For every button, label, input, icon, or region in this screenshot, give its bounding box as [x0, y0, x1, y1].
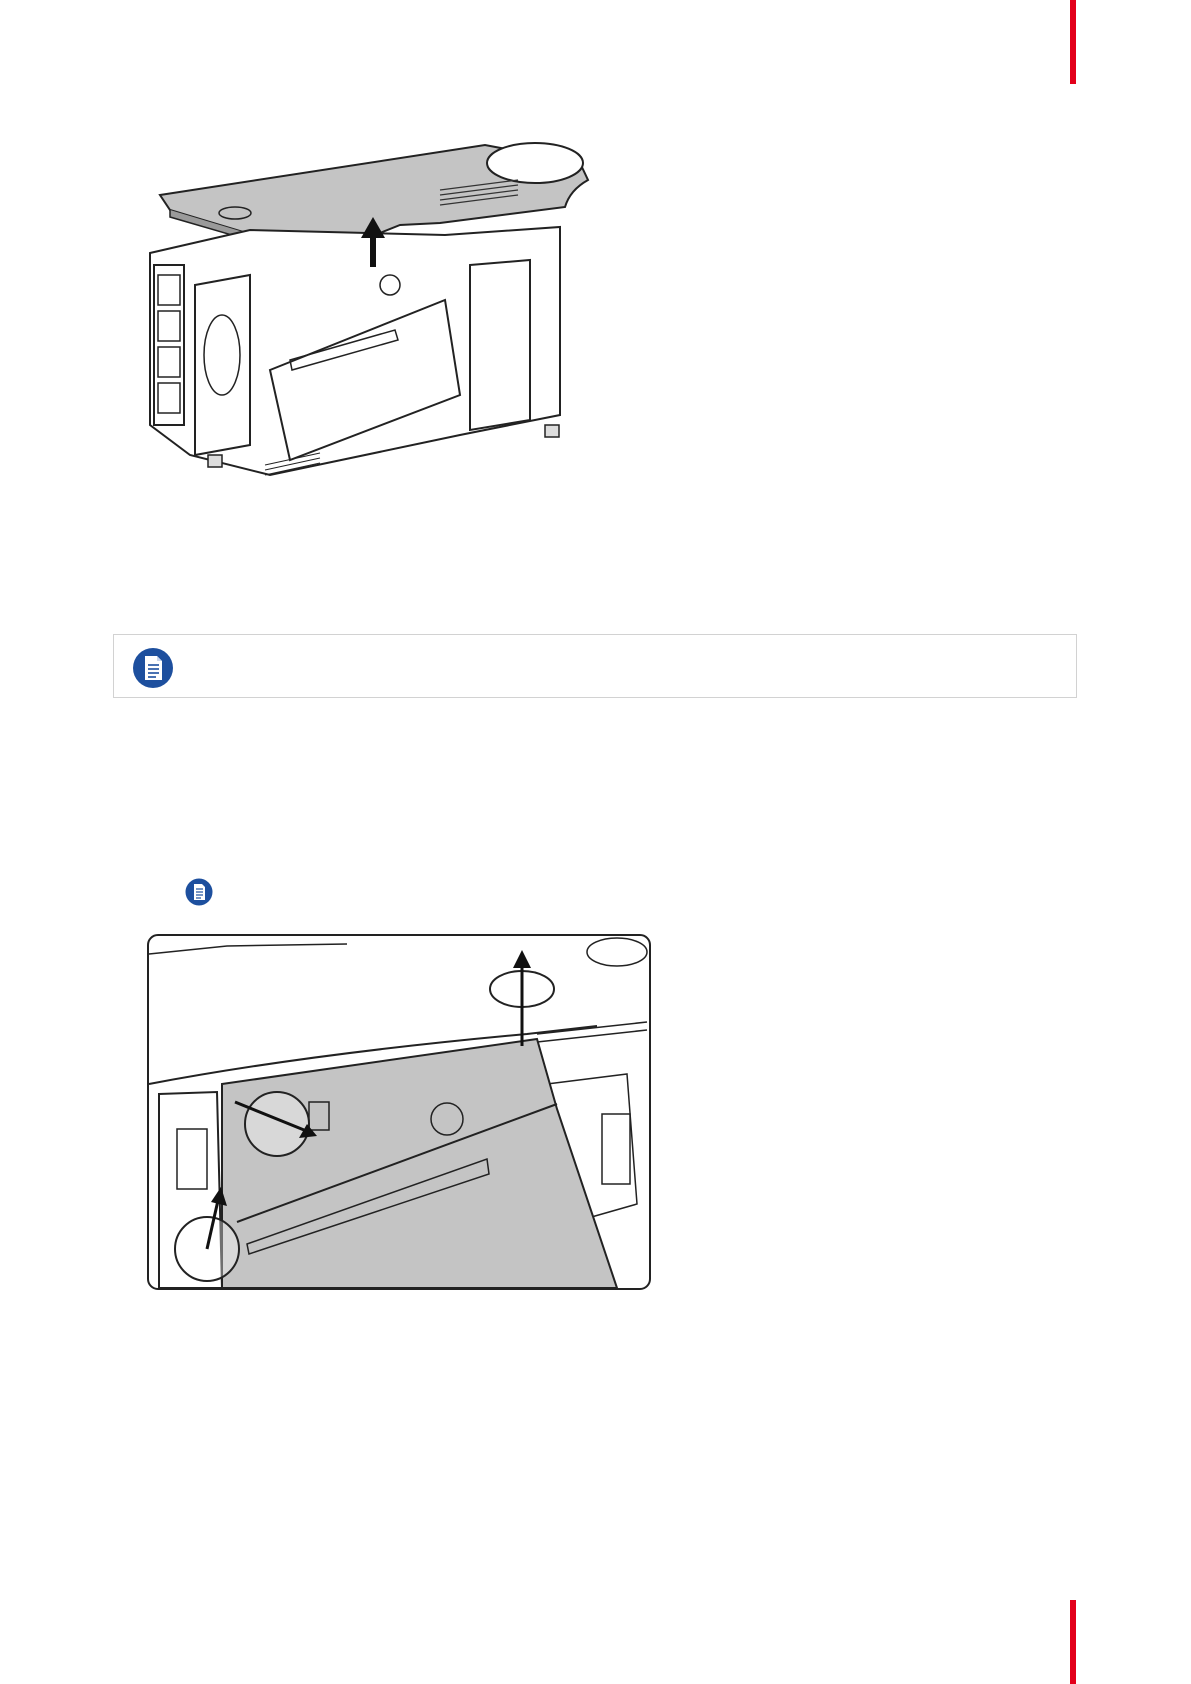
note-icon: [132, 647, 174, 689]
top-accent-bar: [1070, 0, 1076, 84]
note-box: [113, 634, 1077, 698]
projector-top-cover-lift-illustration: [140, 135, 620, 515]
bottom-accent-bar: [1070, 1600, 1076, 1684]
side-cover-screws-figure: [147, 934, 651, 1290]
note-icon-small: [185, 878, 213, 906]
top-cover-removal-figure: [140, 135, 620, 515]
side-cover-screws-illustration: [147, 934, 651, 1290]
